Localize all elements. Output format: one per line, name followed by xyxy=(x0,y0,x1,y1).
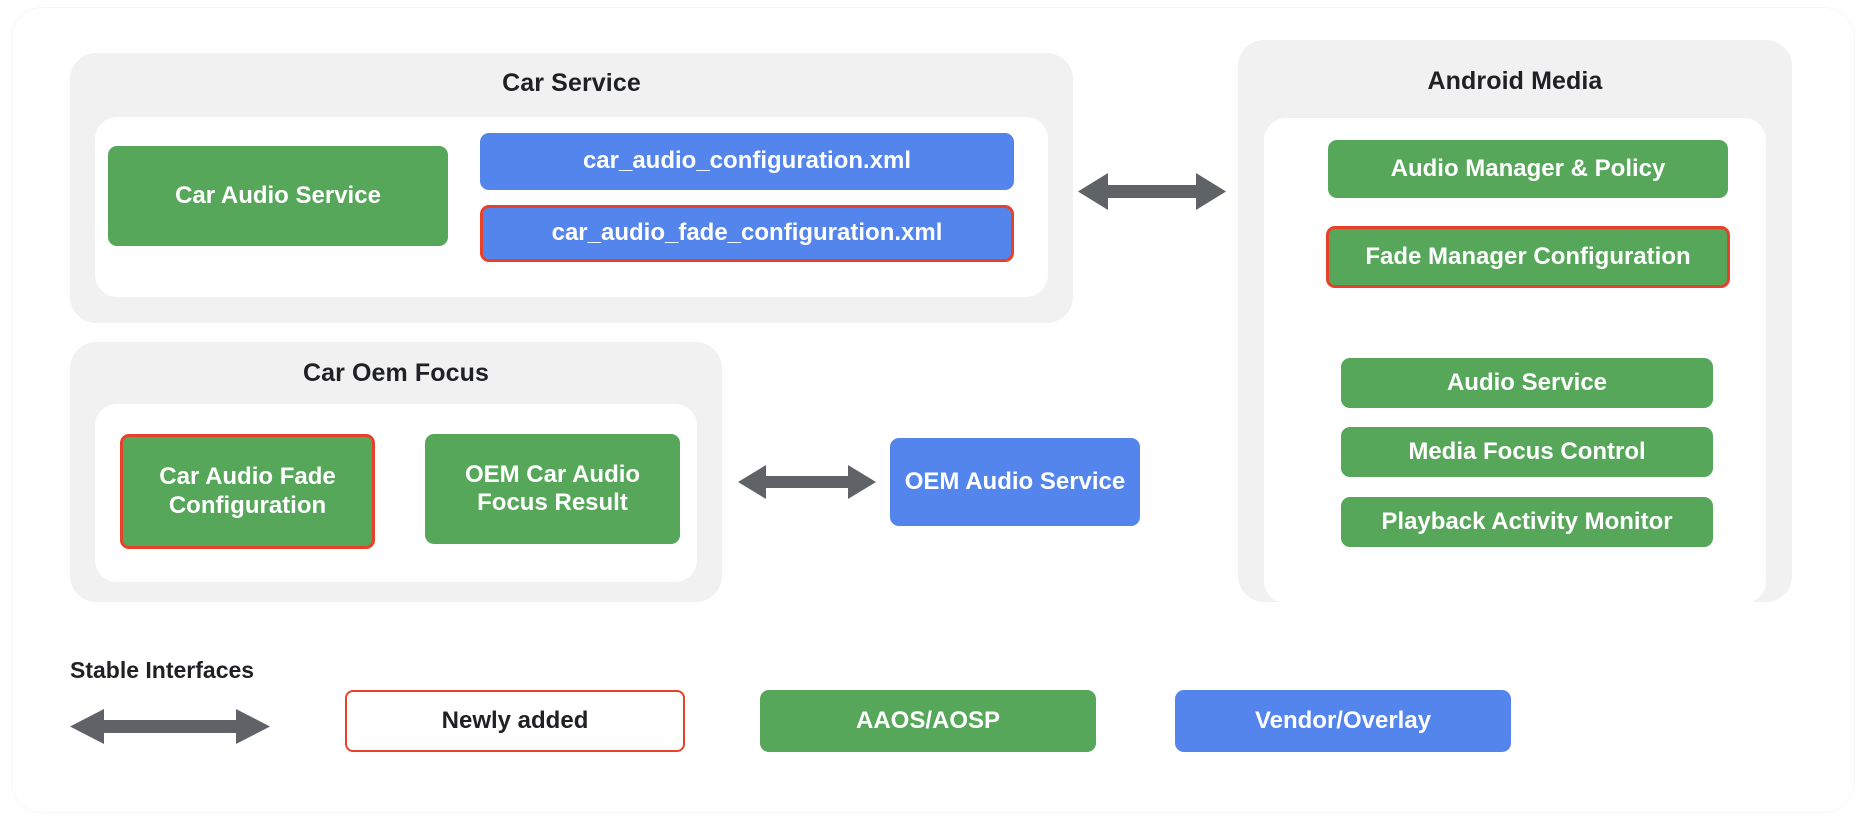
node-label: Fade Manager Configuration xyxy=(1365,242,1691,270)
node-audio-service[interactable]: Audio Service xyxy=(1341,358,1713,408)
node-audio-manager-policy[interactable]: Audio Manager & Policy xyxy=(1328,140,1728,198)
node-label: car_audio_configuration.xml xyxy=(582,147,912,175)
node-label: Playback Activity Monitor xyxy=(1381,507,1673,535)
group-title-car-oem-focus: Car Oem Focus xyxy=(302,359,490,387)
node-car-audio-fade-configuration[interactable]: Car Audio Fade Configuration xyxy=(120,434,375,549)
connector-car-service-to-android-media xyxy=(1078,173,1226,210)
node-label: Car Audio Service xyxy=(175,181,381,209)
group-panel-car-oem-focus: Car Oem Focus Car Audio Fade Configurati… xyxy=(70,342,722,602)
node-label: Media Focus Control xyxy=(1408,437,1646,465)
node-car-audio-configuration-xml[interactable]: car_audio_configuration.xml xyxy=(480,133,1014,190)
node-oem-audio-service[interactable]: OEM Audio Service xyxy=(890,438,1140,526)
legend-item-label: AAOS/AOSP xyxy=(855,706,1001,734)
group-panel-car-service: Car Service Car Audio Service car_audio_… xyxy=(70,53,1073,323)
legend-newly-added-box[interactable]: Newly added xyxy=(345,690,685,752)
legend-item-label: Newly added xyxy=(441,706,589,734)
node-oem-car-audio-focus-result[interactable]: OEM Car Audio Focus Result xyxy=(425,434,680,544)
legend-aaos-aosp-box[interactable]: AAOS/AOSP xyxy=(760,690,1096,752)
node-fade-manager-configuration[interactable]: Fade Manager Configuration xyxy=(1326,226,1730,288)
legend-stable-interfaces-arrow-icon xyxy=(70,709,270,744)
node-media-focus-control[interactable]: Media Focus Control xyxy=(1341,427,1713,477)
node-label: Car Audio Fade Configuration xyxy=(159,463,336,519)
connector-car-oem-focus-to-oem-audio-service xyxy=(738,465,876,499)
node-label: car_audio_fade_configuration.xml xyxy=(551,219,943,247)
group-title-android-media: Android Media xyxy=(1427,67,1603,95)
node-car-audio-service[interactable]: Car Audio Service xyxy=(108,146,448,246)
legend-vendor-overlay-box[interactable]: Vendor/Overlay xyxy=(1175,690,1511,752)
legend-stable-interfaces-label: Stable Interfaces xyxy=(70,657,255,683)
node-label: Audio Service xyxy=(1446,368,1608,396)
node-label: Audio Manager & Policy xyxy=(1390,154,1666,182)
legend-item-label: Vendor/Overlay xyxy=(1254,706,1432,734)
node-label: OEM Audio Service xyxy=(904,467,1126,495)
group-panel-android-media: Android Media Audio Manager & Policy Fad… xyxy=(1238,40,1792,603)
node-label: OEM Car Audio Focus Result xyxy=(464,460,641,516)
node-car-audio-fade-configuration-xml[interactable]: car_audio_fade_configuration.xml xyxy=(480,205,1014,262)
group-title-car-service: Car Service xyxy=(502,69,641,97)
node-playback-activity-monitor[interactable]: Playback Activity Monitor xyxy=(1341,497,1713,547)
